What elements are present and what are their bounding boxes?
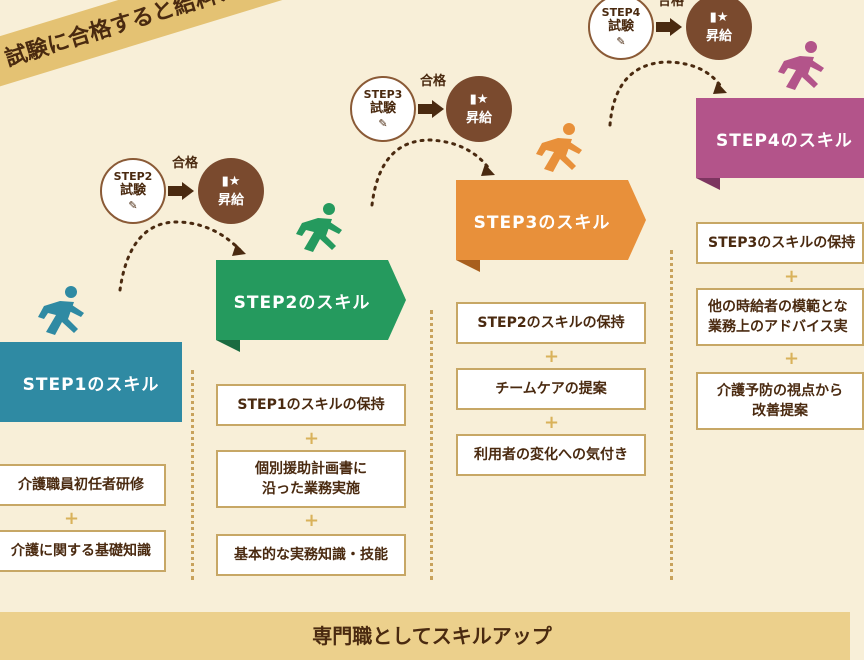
step4-flag-fold (696, 178, 720, 190)
step1-skill-2: 介護に関する基礎知識 (0, 530, 166, 572)
promotion-label: 昇給 (465, 111, 492, 126)
plus-sign: + (64, 508, 80, 529)
pencil-icon: ✎ (128, 198, 138, 212)
exam-circle-step3: STEP3 試験 ✎ (350, 76, 416, 142)
step1-skill-1: 介護職員初任者研修 (0, 464, 166, 506)
plus-sign: + (784, 266, 800, 287)
step2-flag: STEP2のスキル (216, 260, 388, 340)
promotion-circle-step3: ▮★ 昇給 (446, 76, 512, 142)
step2-flag-fold (216, 340, 240, 352)
pass-arrow-icon (432, 100, 444, 118)
promotion-circle-step4: ▮★ 昇給 (686, 0, 752, 60)
pass-arrow-shaft (168, 186, 182, 196)
arc-step1-step2 (118, 220, 242, 292)
step1-title: STEP1のスキル (22, 374, 160, 395)
pass-label: 合格 (658, 0, 685, 9)
step3-skill-1: STEP2のスキルの保持 (456, 302, 646, 344)
book-star-icon: ▮★ (469, 92, 489, 107)
step2-skill-2: 個別援助計画書に 沿った業務実施 (216, 450, 406, 508)
runner-icon (38, 286, 84, 335)
separator-3 (670, 250, 673, 580)
arc-step2-step3 (370, 138, 492, 207)
pass-arrow-shaft (656, 22, 670, 32)
pencil-icon: ✎ (378, 116, 388, 130)
plus-sign: + (304, 510, 320, 531)
step3-flag-fold (456, 260, 480, 272)
exam-circle-step2: STEP2 試験 ✎ (100, 158, 166, 224)
step4-flag: STEP4のスキル (696, 98, 864, 178)
step4-title: STEP4のスキル (716, 130, 853, 151)
bottom-banner-text: 専門職としてスキルアップ (312, 624, 552, 648)
step3-flag: STEP3のスキル (456, 180, 628, 260)
step4-skill-1: STEP3のスキルの保持 (696, 222, 864, 264)
promotion-label: 昇給 (217, 193, 244, 208)
exam-circle-step4: STEP4 試験 ✎ (588, 0, 654, 60)
plus-sign: + (784, 348, 800, 369)
step4-skill-2: 他の時給者の模範とな 業務上のアドバイス実 (696, 288, 864, 346)
runner-icon (536, 123, 582, 172)
pass-label: 合格 (172, 156, 199, 171)
arc-step3-step4 (608, 60, 724, 127)
step3-flag-tip (628, 180, 646, 260)
step3-title: STEP3のスキル (473, 212, 611, 233)
exam-label: 試験 (607, 19, 634, 35)
step1-flag: STEP1のスキル (0, 342, 182, 422)
pass-arrow-shaft (418, 104, 432, 114)
plus-sign: + (544, 412, 560, 433)
exam-step-label: STEP2 (113, 170, 153, 184)
separator-2 (430, 310, 433, 580)
plus-sign: + (544, 346, 560, 367)
pencil-icon: ✎ (616, 34, 626, 48)
runner-icon (296, 203, 342, 252)
step2-skill-3: 基本的な実務知識・技能 (216, 534, 406, 576)
step3-skill-2: チームケアの提案 (456, 368, 646, 410)
pass-label: 合格 (420, 74, 447, 89)
arc-arrowhead-2 (481, 164, 495, 176)
arc-arrowhead-1 (232, 244, 246, 256)
plus-sign: + (304, 428, 320, 449)
book-star-icon: ▮★ (221, 174, 241, 189)
step4-skill-3: 介護予防の視点から 改善提案 (696, 372, 864, 430)
step2-title: STEP2のスキル (233, 292, 371, 313)
step2-flag-tip (388, 260, 406, 340)
exam-label: 試験 (369, 101, 396, 117)
pass-arrow-icon (670, 18, 682, 36)
pass-arrow-icon (182, 182, 194, 200)
separator-1 (191, 370, 194, 580)
exam-step-label: STEP4 (601, 6, 641, 20)
promotion-label: 昇給 (705, 29, 732, 44)
exam-label: 試験 (119, 183, 146, 199)
step2-skill-1: STEP1のスキルの保持 (216, 384, 406, 426)
bottom-banner (0, 612, 850, 660)
arc-arrowhead-3 (713, 82, 727, 94)
promotion-circle-step2: ▮★ 昇給 (198, 158, 264, 224)
step3-skill-3: 利用者の変化への気付き (456, 434, 646, 476)
runner-icon (778, 41, 824, 90)
exam-step-label: STEP3 (363, 88, 403, 102)
book-star-icon: ▮★ (709, 10, 729, 25)
